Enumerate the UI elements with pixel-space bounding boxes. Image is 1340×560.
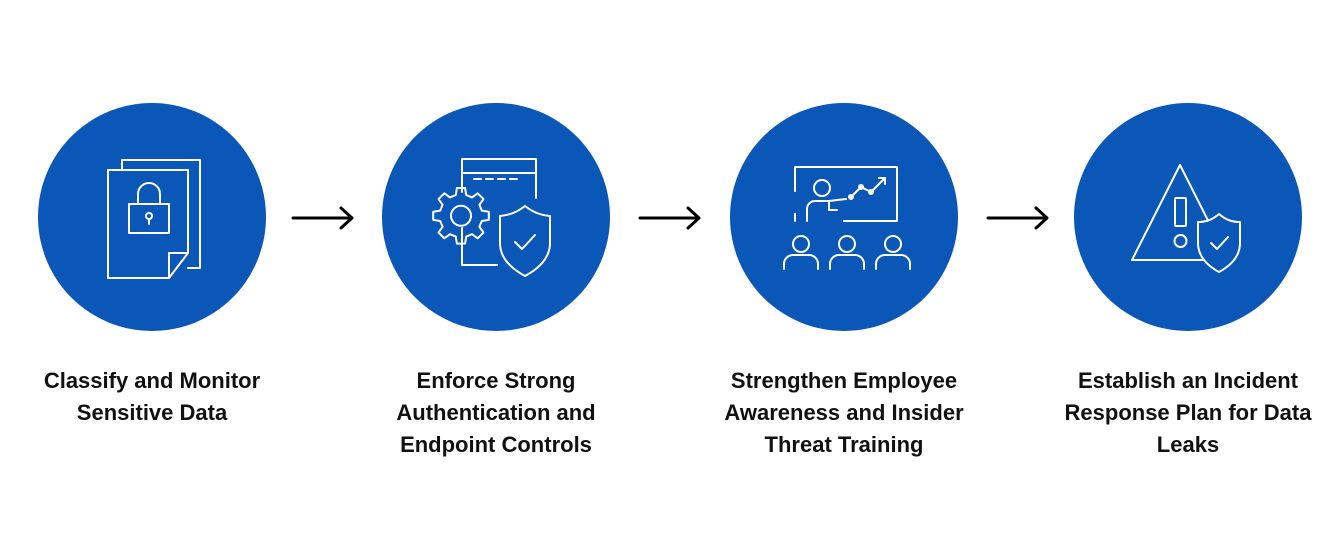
step-3-label: Strengthen Employee Awareness and Inside… [724, 368, 964, 457]
arrow-right-icon [986, 206, 1049, 230]
presentation-training-icon [783, 166, 911, 270]
gear-window-shield-icon [432, 158, 551, 277]
step-2-circle [382, 103, 610, 331]
step-3-circle [730, 103, 958, 331]
warning-shield-icon [1131, 164, 1241, 273]
step-4-label: Establish an Incident Response Plan for … [1064, 368, 1312, 457]
step-2-label: Enforce Strong Authentication and Endpoi… [396, 368, 596, 457]
step-4-circle [1074, 103, 1302, 331]
arrow-right-icon [638, 206, 701, 230]
step-1-label: Classify and Monitor Sensitive Data [43, 368, 261, 425]
locked-document-icon [107, 159, 201, 279]
step-1-circle [38, 103, 266, 331]
arrow-right-icon [291, 206, 354, 230]
